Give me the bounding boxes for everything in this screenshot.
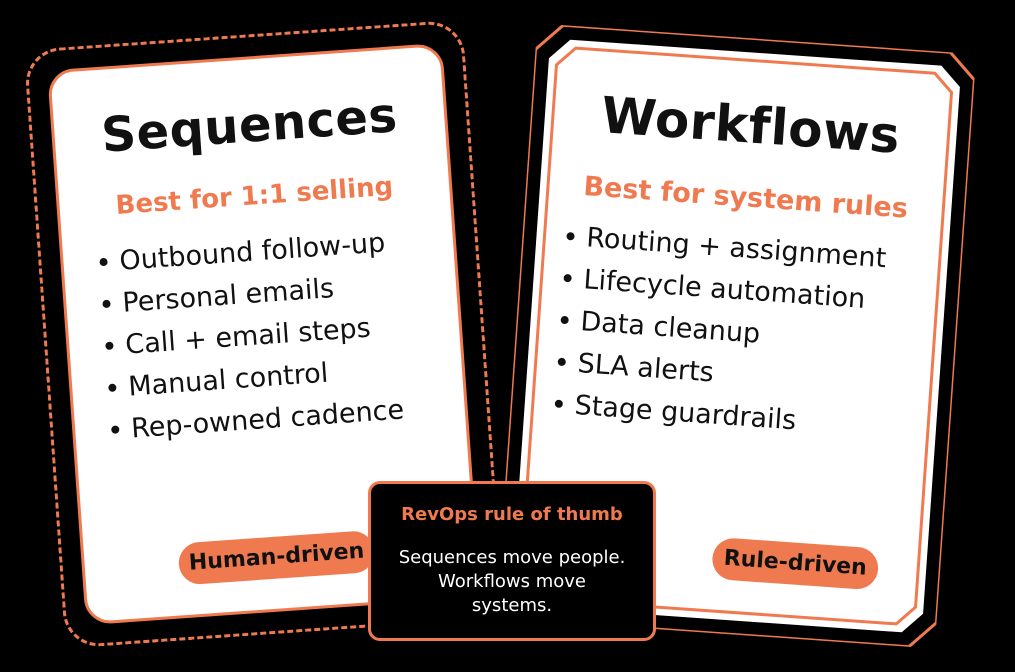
sequences-feature-list: Outbound follow-up Personal emails Call … xyxy=(98,222,405,452)
sequences-card-subtitle: Best for 1:1 selling xyxy=(114,171,395,221)
bullet-icon xyxy=(111,424,120,434)
bullet-icon xyxy=(108,382,117,392)
note-line: Workflows move xyxy=(437,571,587,592)
note-line: systems. xyxy=(471,595,553,616)
sequences-card-title: Sequences xyxy=(99,87,400,164)
bullet-icon xyxy=(105,341,114,350)
bullet-icon xyxy=(557,357,567,366)
bullet-icon xyxy=(102,299,111,308)
workflows-feature-list: Routing + assignment Lifecycle automatio… xyxy=(553,216,887,448)
bullet-icon xyxy=(560,315,570,324)
human-driven-badge: Human-driven xyxy=(177,529,376,586)
note-line: Sequences move people. xyxy=(398,547,626,568)
rule-of-thumb-note: RevOps rule of thumb Sequences move peop… xyxy=(368,481,656,641)
rule-driven-badge: Rule-driven xyxy=(710,536,880,591)
bullet-icon xyxy=(99,257,108,266)
note-body: Sequences move people. Workflows move sy… xyxy=(381,546,643,618)
bullet-icon xyxy=(563,273,572,282)
bullet-icon xyxy=(554,399,564,408)
workflows-feature-text: SLA alerts xyxy=(576,348,715,389)
workflows-card-title: Workflows xyxy=(599,86,903,165)
note-title: RevOps rule of thumb xyxy=(401,504,623,525)
bullet-icon xyxy=(566,231,575,240)
workflows-feature-text: Data cleanup xyxy=(579,306,762,350)
